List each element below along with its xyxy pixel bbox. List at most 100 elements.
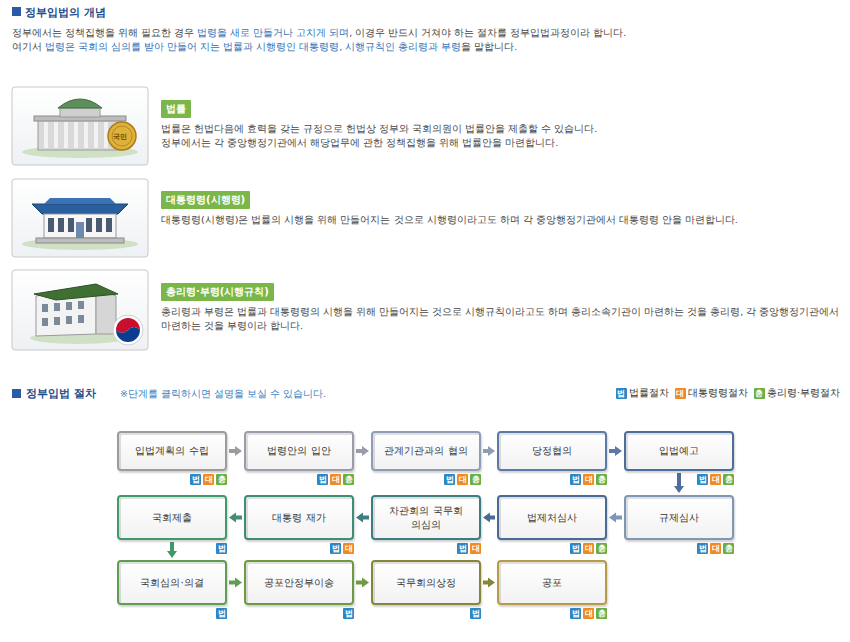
flow-arrow bbox=[483, 446, 495, 456]
category-badge: 법률 bbox=[161, 100, 191, 118]
heading-icon bbox=[12, 7, 21, 16]
note-box: ※단계를 클릭하시면 설명을 보실 수 있습니다. bbox=[120, 388, 326, 401]
procedure-tag: 법 bbox=[317, 474, 328, 485]
process-text: 입법계획의 수립 bbox=[135, 444, 208, 458]
process-box: 공포 bbox=[497, 560, 607, 605]
seal-text-box: 국민 bbox=[113, 132, 127, 142]
flow-arrow bbox=[229, 578, 242, 588]
flow-arrow bbox=[229, 446, 242, 456]
arrow-shaft bbox=[229, 581, 235, 585]
process-text: 공포안정부이송 bbox=[264, 576, 334, 590]
legend-letter: 법 bbox=[616, 388, 627, 399]
process-box: 대통령 재가 bbox=[244, 495, 354, 540]
arrow-head bbox=[362, 578, 369, 588]
description: 법률은 헌법다음에 효력을 갖는 규정으로 헌법상 정부와 국회의원이 법률안을… bbox=[161, 122, 841, 150]
arrow-head bbox=[674, 486, 684, 493]
seal-text: 국민 bbox=[113, 132, 127, 142]
intro-text: 정부에서는 정책집행을 위해 필요한 경우 bbox=[12, 27, 194, 38]
process-box: 차관회의 국무회의심의 bbox=[371, 495, 481, 540]
process-box: 규제심사 bbox=[624, 495, 734, 540]
procedure-tag-row: 법 bbox=[468, 608, 481, 619]
heading-icon bbox=[12, 389, 21, 398]
arrow-shaft bbox=[229, 449, 235, 453]
procedure-tag: 법 bbox=[697, 474, 708, 485]
procedure-tag: 법 bbox=[470, 608, 481, 619]
description-text: 법률은 헌법다음에 효력을 갖는 규정으로 헌법상 정부와 국회의원이 법률안을… bbox=[161, 122, 841, 136]
description: 대통령령(시행령)은 법률의 시행을 위해 만들어지는 것으로 시행령이라고도 … bbox=[161, 213, 841, 227]
arrow-head bbox=[488, 446, 495, 456]
legend-text: 총리령·부령절차 bbox=[767, 387, 840, 400]
procedure-tag-row: 법대총 bbox=[568, 474, 607, 485]
arrow-shaft bbox=[490, 516, 495, 520]
flow-arrow bbox=[483, 513, 495, 523]
process-text: 차관회의 국무회의심의 bbox=[387, 504, 465, 532]
legend-swatch: 대 bbox=[675, 388, 686, 399]
procedure-tag: 법 bbox=[216, 543, 227, 554]
procedure-tag-row: 법 bbox=[214, 608, 227, 619]
arrow-head bbox=[615, 446, 622, 456]
legend-swatch: 총 bbox=[754, 388, 765, 399]
procedure-tag-row: 법대총 bbox=[188, 474, 227, 485]
process-text: 대통령 재가 bbox=[272, 511, 325, 525]
legend-letter: 대 bbox=[675, 388, 686, 399]
process-text: 국회제출 bbox=[152, 511, 192, 525]
process-text: 국무회의상정 bbox=[396, 576, 456, 590]
flow-arrow bbox=[674, 473, 684, 493]
procedure-tag: 대 bbox=[343, 543, 354, 554]
process-box: 법제처심사 bbox=[497, 495, 607, 540]
legend-text: 법률절차 bbox=[629, 387, 669, 400]
flow-arrow bbox=[356, 513, 369, 523]
procedure-tag: 대 bbox=[583, 543, 594, 554]
procedure-tag: 총 bbox=[596, 474, 607, 485]
legend-item: 법법률절차 bbox=[616, 387, 669, 400]
section-heading-box: 정부입법 절차 bbox=[26, 386, 96, 401]
procedure-tag: 법 bbox=[570, 608, 581, 619]
procedure-tag: 대 bbox=[203, 474, 214, 485]
procedure-tag: 총 bbox=[343, 474, 354, 485]
category-badge: 대통령령(시행령) bbox=[161, 191, 250, 209]
intro-line: 여기서법령은 국회의 심의를 받아 만들어 지는 법률과 시행령인 대통령령, … bbox=[12, 41, 517, 54]
procedure-tag: 총 bbox=[216, 474, 227, 485]
procedure-tag: 법 bbox=[697, 543, 708, 554]
intro-text: 을 말합니다. bbox=[461, 41, 517, 52]
arrow-head bbox=[167, 551, 177, 558]
legend-text: 대통령령절차 bbox=[688, 387, 748, 400]
section-heading: 정부입법의 개념 bbox=[25, 6, 106, 19]
process-box: 공포안정부이송 bbox=[244, 560, 354, 605]
arrow-head bbox=[229, 513, 236, 523]
arrow-shaft bbox=[483, 581, 488, 585]
description-text: 정부에서는 각 중앙행정기관에서 해당업무에 관한 정책집행을 위해 법률안을 … bbox=[161, 136, 841, 150]
arrow-head bbox=[609, 513, 616, 523]
process-text: 관계기관과의 협의 bbox=[384, 444, 467, 458]
intro-line: 정부에서는 정책집행을 위해 필요한 경우법령을 새로 만들거나 고치게 되며,… bbox=[12, 27, 626, 40]
procedure-tag: 법 bbox=[343, 608, 354, 619]
arrow-head bbox=[356, 513, 363, 523]
flow-arrow bbox=[229, 513, 242, 523]
process-text: 법제처심사 bbox=[527, 511, 577, 525]
procedure-tag: 총 bbox=[470, 474, 481, 485]
badge-text: 법률 bbox=[166, 103, 186, 114]
arrow-shaft bbox=[170, 542, 174, 551]
legend-swatch: 법 bbox=[616, 388, 627, 399]
legend-item: 대대통령령절차 bbox=[675, 387, 748, 400]
procedure-tag: 총 bbox=[596, 543, 607, 554]
process-text: 공포 bbox=[542, 576, 562, 590]
procedure-tag: 법 bbox=[190, 474, 201, 485]
procedure-tag-row: 법 bbox=[341, 608, 354, 619]
arrow-head bbox=[235, 446, 242, 456]
process-box: 관계기관과의 협의 bbox=[371, 431, 481, 471]
intro-text: 여기서 bbox=[12, 41, 42, 52]
badge-text: 대통령령(시행령) bbox=[166, 194, 245, 205]
process-box: 입법예고 bbox=[624, 431, 734, 471]
procedure-tag-row: 법대 bbox=[328, 543, 354, 554]
arrow-shaft bbox=[616, 516, 622, 520]
procedure-tag: 법 bbox=[330, 543, 341, 554]
section-heading: 정부입법 절차 bbox=[26, 386, 96, 401]
procedure-tag: 법 bbox=[457, 543, 468, 554]
arrow-shaft bbox=[483, 449, 488, 453]
category-badge: 총리령·부령(시행규칙) bbox=[161, 283, 274, 301]
description-text: 대통령령(시행령)은 법률의 시행을 위해 만들어지는 것으로 시행령이라고도 … bbox=[161, 213, 841, 227]
note-text: ※단계를 클릭하시면 설명을 보실 수 있습니다. bbox=[120, 388, 326, 401]
legend-letter: 총 bbox=[754, 388, 765, 399]
procedure-tag: 법 bbox=[570, 543, 581, 554]
